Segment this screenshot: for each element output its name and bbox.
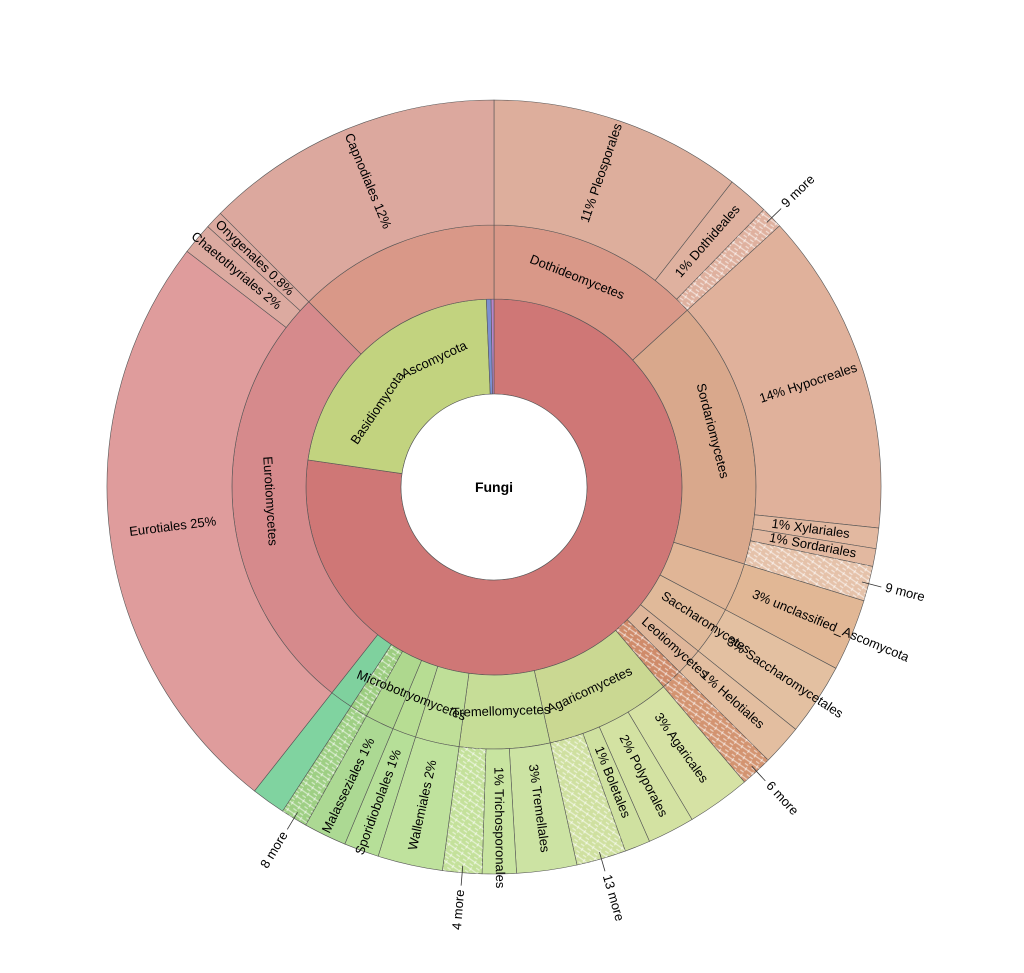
callout-more-asco: 6 more (763, 778, 801, 818)
label-order-o-tricho: 1% Trichosporonales (491, 767, 508, 889)
callout-more-basid: 8 more (257, 828, 291, 870)
wedge-o-euro[interactable] (106, 250, 333, 792)
label-tremellomycetes: Tremellomycetes (452, 702, 551, 720)
wedge-pattern-o-basid-more (282, 706, 367, 826)
label-eurotiomycetes: Eurotiomycetes (260, 456, 281, 547)
wedge-pattern-o-tremel-more (442, 746, 486, 874)
callout-more-sorda: 9 more (884, 580, 927, 605)
wedge-pattern-o-dothid-more (676, 209, 780, 311)
wedge-o-capno[interactable] (219, 99, 495, 303)
wedge-pattern-o-agari-more (550, 733, 626, 865)
callout-line-more-sorda (861, 581, 882, 588)
wedge-pattern-c-basid-other (350, 644, 403, 716)
callout-more-dothid: 9 more (778, 171, 817, 210)
root-label: Fungi (475, 479, 513, 495)
callout-line-more-dothid (766, 208, 782, 223)
center-hole (400, 393, 588, 581)
callout-more-tremel: 4 more (449, 889, 467, 931)
wedge-pattern-o-sorda-more (744, 540, 873, 601)
callout-line-more-asco (751, 765, 766, 782)
callout-line-more-basid (286, 812, 298, 830)
wedge-pattern-o-asco-more (663, 671, 769, 783)
callout-more-agari: 13 more (600, 873, 628, 923)
wedge-pattern-c-asco-other (615, 619, 680, 687)
callout-line-more-tremel (460, 865, 464, 886)
callout-line-more-agari (599, 851, 606, 872)
